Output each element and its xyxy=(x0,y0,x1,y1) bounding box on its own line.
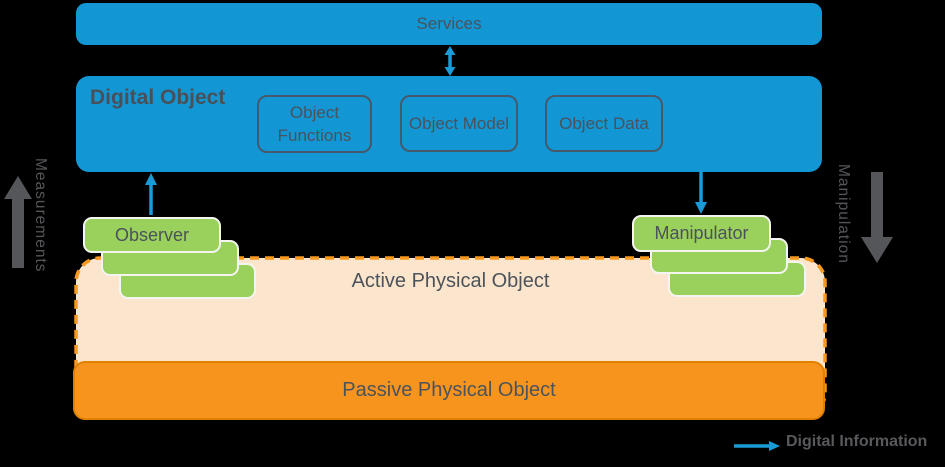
observer-up-arrow-icon xyxy=(145,173,157,215)
measurements-label: Measurements xyxy=(32,158,49,273)
digital-information-label: Digital Information xyxy=(786,433,928,450)
active-physical-object-label: Active Physical Object xyxy=(351,270,550,292)
object-model-box: Object Model xyxy=(400,95,518,152)
manipulator-down-arrow-icon xyxy=(695,172,707,214)
manipulator-box: Manipulator xyxy=(632,215,771,252)
digital-object-box: Digital Object Object Functions Object M… xyxy=(76,76,822,172)
measurements-up-arrow-icon xyxy=(4,176,32,268)
object-model-label: Object Model xyxy=(408,114,510,133)
manipulation-label: Manipulation xyxy=(835,164,852,264)
object-data-label: Object Data xyxy=(559,114,649,133)
object-functions-label: Object Functions xyxy=(277,103,352,145)
digital-object-title: Digital Object xyxy=(90,86,226,109)
passive-physical-object-label: Passive Physical Object xyxy=(342,379,556,401)
object-data-box: Object Data xyxy=(545,95,663,152)
manipulator-label: Manipulator xyxy=(654,223,749,243)
observer-box: Observer xyxy=(83,217,221,253)
digital-information-arrow-icon xyxy=(734,441,780,451)
passive-physical-object-box: Passive Physical Object xyxy=(73,361,825,420)
services-digital-double-arrow-icon xyxy=(444,46,456,76)
services-label: Services xyxy=(416,14,482,33)
observer-label: Observer xyxy=(114,224,190,245)
services-box: Services xyxy=(76,3,822,45)
object-functions-box: Object Functions xyxy=(257,95,372,153)
manipulation-down-arrow-icon xyxy=(861,172,893,263)
